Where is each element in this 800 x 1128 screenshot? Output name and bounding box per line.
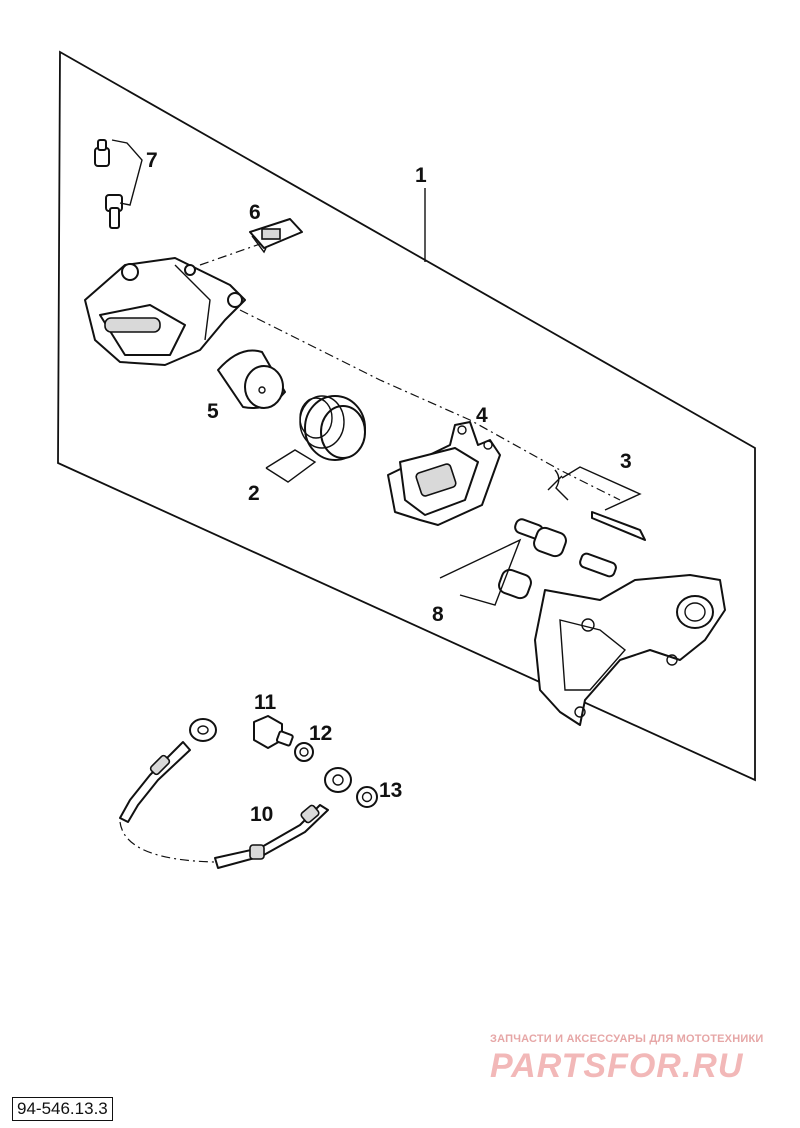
caliper-bracket: [534, 574, 726, 726]
bleeder-screw-part-7: [94, 139, 143, 229]
callout-13: 13: [379, 779, 402, 802]
piston-part-5: [217, 349, 286, 409]
pad-pin-part-3: [547, 466, 646, 541]
caliper-body: [84, 257, 246, 366]
callout-8: 8: [432, 603, 444, 626]
watermark-logo: PARTSFOR.RU: [490, 1047, 744, 1085]
callout-10: 10: [250, 803, 273, 826]
watermark-caption: ЗАПЧАСТИ И АКСЕССУАРЫ ДЛЯ МОТОТЕХНИКИ: [490, 1033, 764, 1045]
callout-4: 4: [476, 404, 488, 427]
piston-seal-part-2: [265, 395, 366, 483]
brake-pads-part-4: [387, 421, 501, 526]
assembly-axis: [199, 229, 301, 266]
brake-line-part-10: [119, 718, 352, 869]
washer-part-13: [356, 786, 378, 808]
callout-5: 5: [207, 400, 219, 423]
callout-11: 11: [254, 691, 277, 714]
callout-12: 12: [309, 722, 332, 745]
banjo-bolt-part-11: [253, 715, 294, 749]
spring-plate-part-6: [249, 218, 303, 254]
callout-3: 3: [620, 450, 632, 473]
drawing-number: 94-546.13.3: [12, 1097, 113, 1121]
washer-part-12: [294, 742, 314, 762]
callout-1: 1: [415, 164, 427, 187]
callout-2: 2: [248, 482, 260, 505]
guide-pins-part-8: [439, 518, 617, 606]
callout-6: 6: [249, 201, 261, 224]
assembly-frame: [57, 50, 756, 782]
assembly-axis-main: [239, 309, 621, 501]
callout-7: 7: [146, 149, 158, 172]
